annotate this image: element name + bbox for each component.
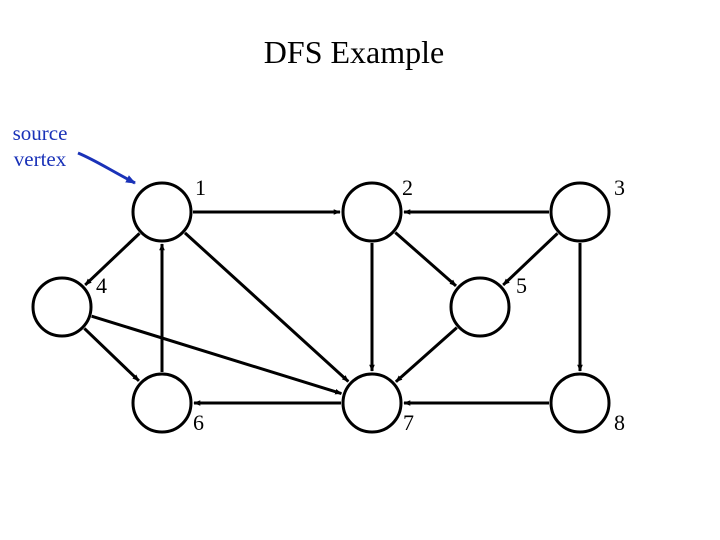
node-label-1: 1	[195, 175, 206, 200]
node-label-2: 2	[402, 175, 413, 200]
node-6	[131, 372, 193, 434]
source-label-line1: source	[12, 121, 68, 145]
node-7	[341, 372, 403, 434]
node-8	[549, 372, 611, 434]
node-1	[131, 181, 193, 243]
nodes: 1 2 3 4 5 6 7 8	[31, 175, 625, 435]
edge-2-to-5	[394, 231, 457, 287]
diagram-title: DFS Example	[263, 34, 445, 70]
node-label-7: 7	[403, 410, 414, 435]
node-label-3: 3	[614, 175, 625, 200]
source-label-line2: vertex	[13, 147, 67, 171]
edge-4-to-6	[83, 327, 140, 382]
edge-4-to-7	[91, 314, 343, 395]
node-label-8: 8	[614, 410, 625, 435]
edges	[83, 209, 583, 406]
edge-1-to-4	[84, 232, 141, 287]
edge-1-to-7	[183, 231, 350, 383]
node-label-4: 4	[96, 273, 107, 298]
node-label-6: 6	[193, 410, 204, 435]
edge-3-to-5	[502, 232, 559, 287]
source-pointer-arrow	[77, 151, 136, 185]
node-5	[449, 276, 511, 338]
node-2	[341, 181, 403, 243]
node-4	[31, 276, 93, 338]
source-vertex-label: source vertex	[6, 120, 74, 172]
edge-5-to-7	[394, 326, 458, 383]
node-3	[549, 181, 611, 243]
node-label-5: 5	[516, 273, 527, 298]
